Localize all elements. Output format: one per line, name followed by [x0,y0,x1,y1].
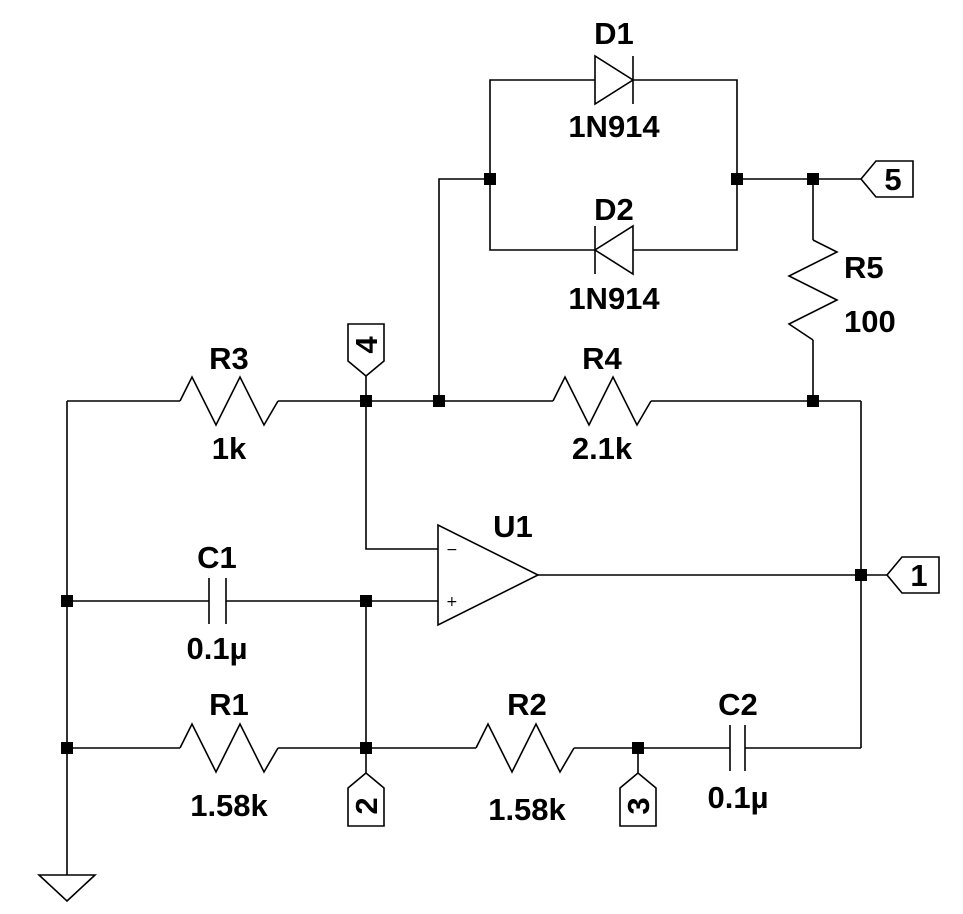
d1-ref-label: D1 [594,16,634,51]
r4-value-label: 2.1k [572,431,633,466]
d1-diode-symbol [594,54,635,106]
u1-plus-sign: + [446,594,458,610]
svg-text:3: 3 [621,797,656,814]
r3-ref-label: R3 [209,341,249,376]
r1-resistor-symbol [179,722,279,774]
ground-icon [36,874,98,903]
net-flag-3: 3 [619,771,657,827]
r4-resistor-symbol [552,375,652,427]
net-flag-1: 1 [885,556,940,594]
r5-value-label: 100 [844,304,896,339]
svg-text:2: 2 [349,797,384,814]
svg-text:4: 4 [349,336,384,354]
net-flag-5: 5 [859,160,914,198]
r4-ref-label: R4 [582,341,622,376]
junction-nodes [61,173,867,754]
r2-resistor-symbol [475,722,575,774]
r1-ref-label: R1 [209,687,249,722]
d1-value-label: 1N914 [568,109,660,144]
d2-diode-symbol [593,224,634,276]
r3-value-label: 1k [212,431,247,466]
svg-text:1: 1 [910,558,927,593]
d2-value-label: 1N914 [568,281,660,316]
r5-ref-label: R5 [844,250,884,285]
c2-capacitor-symbol [729,725,746,771]
u1-minus-sign: − [446,542,458,558]
wires [66,79,887,875]
r1-value-label: 1.58k [190,788,268,823]
r3-resistor-symbol [179,375,279,427]
c2-value-label: 0.1µ [708,780,769,815]
u1-opamp-symbol [437,523,540,627]
net-flag-2: 2 [347,771,385,827]
c1-value-label: 0.1µ [187,631,248,666]
svg-text:5: 5 [884,162,901,197]
net-flag-4: 4 [347,323,385,378]
c2-ref-label: C2 [718,687,758,722]
u1-ref-label: U1 [493,509,533,544]
r2-ref-label: R2 [507,687,547,722]
c1-capacitor-symbol [208,578,227,624]
r2-value-label: 1.58k [488,792,566,827]
c1-ref-label: C1 [197,540,237,575]
d2-ref-label: D2 [594,192,634,227]
r5-resistor-symbol [787,239,839,341]
